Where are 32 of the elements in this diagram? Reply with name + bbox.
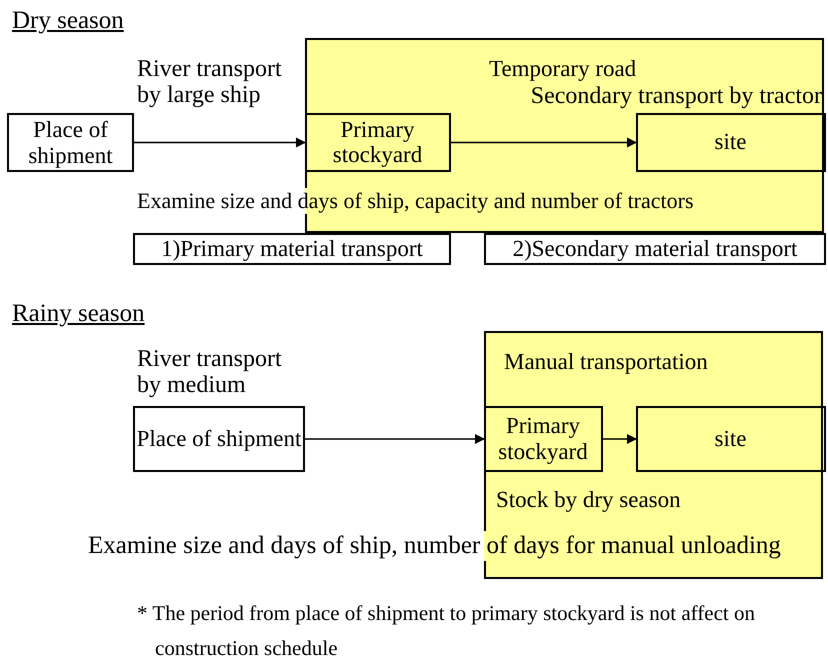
node-text: Primary stockyard bbox=[332, 116, 424, 168]
process-box bbox=[636, 112, 826, 172]
node-text: Primary stockyard bbox=[497, 413, 589, 464]
node-text: Stock by dry season bbox=[496, 487, 681, 512]
edge-label: River transport by medium bbox=[137, 346, 283, 399]
arrow bbox=[603, 434, 637, 444]
node-text: site bbox=[714, 426, 746, 452]
arrow bbox=[451, 138, 637, 148]
process-box bbox=[133, 406, 305, 472]
process-box bbox=[484, 406, 602, 472]
node-text: 1)Primary material transport bbox=[161, 236, 423, 262]
node-text: Place of shipment bbox=[27, 117, 114, 168]
node-text: 2)Secondary material transport bbox=[512, 236, 798, 262]
node-text: site bbox=[714, 129, 746, 155]
section-heading: Rainy season bbox=[12, 299, 145, 329]
node-text: Place of shipment bbox=[136, 426, 302, 452]
node-text: Temporary road bbox=[489, 56, 636, 82]
process-box bbox=[133, 233, 451, 265]
edge-label: Secondary transport by tractor bbox=[530, 83, 822, 110]
arrow bbox=[134, 138, 306, 148]
edge-label: River transport by large ship bbox=[137, 56, 283, 109]
arrow bbox=[305, 434, 485, 444]
process-box bbox=[7, 113, 134, 172]
note-text: Examine size and days of ship, capacity and number of tractors bbox=[137, 188, 694, 214]
section-heading: Dry season bbox=[12, 6, 124, 36]
process-box bbox=[484, 233, 826, 265]
process-box bbox=[304, 112, 450, 172]
note-text: Examine size and days of ship, number of days for manual unloading bbox=[88, 531, 781, 561]
shaded-area bbox=[484, 331, 823, 579]
node-text: Manual transportation bbox=[504, 349, 708, 374]
note-text: * The period from place of shipment to primary stockyard is not affect on construction schedule bbox=[137, 600, 755, 657]
process-box bbox=[636, 406, 826, 472]
